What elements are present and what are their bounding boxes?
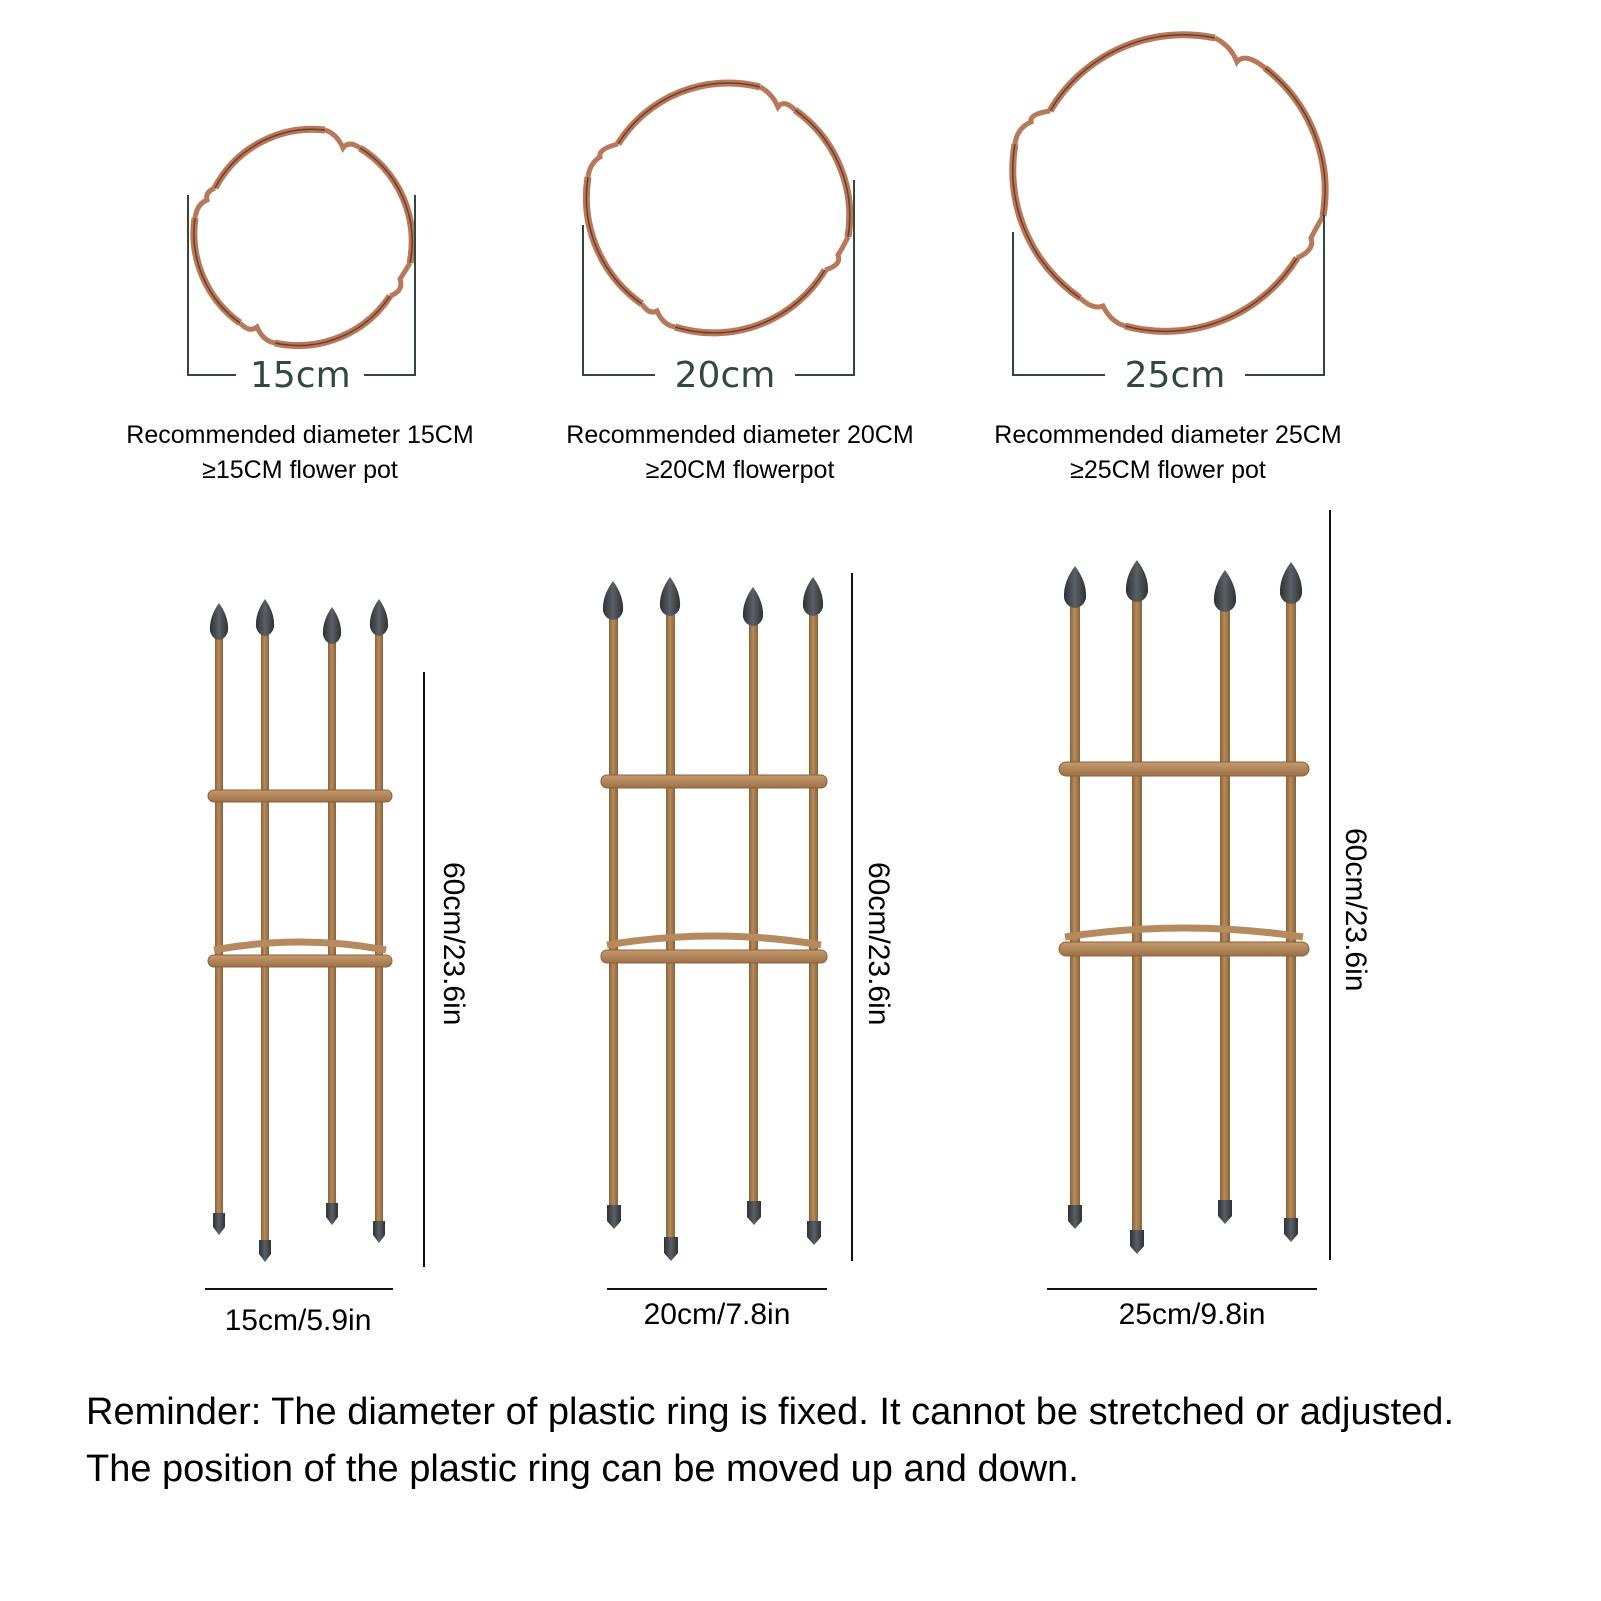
- recommendation-25cm: Recommended diameter 25CM ≥25CM flower p…: [948, 418, 1388, 488]
- ring-size-label: 20cm: [655, 356, 795, 396]
- plastic-ring-icon: [582, 79, 854, 337]
- width-dimension-line: [205, 1288, 393, 1290]
- dimension-bracket-left: [582, 225, 584, 375]
- height-dimension-line: [423, 672, 425, 1267]
- plant-support-cage-icon: [1058, 560, 1310, 1254]
- height-label: 60cm/23.6in: [862, 862, 895, 1026]
- plastic-ring-icon: [1009, 31, 1329, 335]
- plant-support-cage-icon: [600, 577, 828, 1261]
- dimension-bracket-left: [1012, 232, 1014, 375]
- dimension-bracket-right: [414, 195, 416, 375]
- dimension-bracket-left: [187, 195, 189, 375]
- reminder-line-1: Reminder: The diameter of plastic ring i…: [86, 1391, 1454, 1433]
- width-dimension-line: [1047, 1288, 1317, 1290]
- width-label: 15cm/5.9in: [224, 1304, 372, 1337]
- height-dimension-line: [851, 573, 853, 1261]
- recommended-pot-text: ≥15CM flower pot: [202, 456, 398, 484]
- recommended-pot-text: ≥20CM flowerpot: [645, 456, 835, 484]
- recommendation-20cm: Recommended diameter 20CM ≥20CM flowerpo…: [520, 418, 960, 488]
- width-label: 20cm/7.8in: [643, 1298, 791, 1331]
- reminder-note: Reminder: The diameter of plastic ring i…: [86, 1384, 1454, 1498]
- height-dimension-line: [1329, 510, 1331, 1260]
- width-dimension-line: [607, 1288, 827, 1290]
- plant-support-cage-icon: [207, 599, 393, 1262]
- plastic-ring-icon: [190, 125, 416, 349]
- dimension-bracket-right: [853, 180, 855, 375]
- recommended-diameter-text: Recommended diameter 20CM: [566, 421, 914, 449]
- ring-size-label: 15cm: [236, 356, 364, 396]
- recommended-diameter-text: Recommended diameter 25CM: [994, 421, 1342, 449]
- recommendation-15cm: Recommended diameter 15CM ≥15CM flower p…: [80, 418, 520, 488]
- reminder-line-2: The position of the plastic ring can be …: [86, 1448, 1079, 1490]
- height-label: 60cm/23.6in: [437, 862, 470, 1026]
- width-label: 25cm/9.8in: [1118, 1298, 1266, 1331]
- height-label: 60cm/23.6in: [1339, 828, 1372, 992]
- dimension-bracket-right: [1323, 215, 1325, 375]
- ring-size-label: 25cm: [1105, 356, 1245, 396]
- recommended-diameter-text: Recommended diameter 15CM: [126, 421, 474, 449]
- recommended-pot-text: ≥25CM flower pot: [1070, 456, 1266, 484]
